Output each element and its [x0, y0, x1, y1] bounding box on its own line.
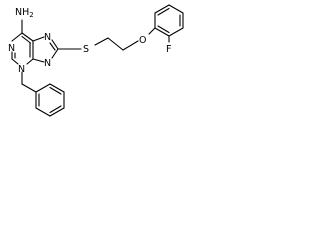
- bond-n3-c4: [26, 58, 34, 65]
- bond-c5-c6: [21, 32, 34, 42]
- bond-c5-n7: [32, 36, 45, 42]
- bond-n7-c8-double: [49, 42, 56, 51]
- oxygen-label: O: [139, 35, 146, 46]
- bond-ar-6: [154, 27, 170, 37]
- atom-labels: NH2 N N N N S O F: [8, 7, 171, 75]
- n9-label: N: [44, 58, 51, 69]
- bond-c6-n1: [11, 32, 23, 42]
- bond-ph-4: [49, 107, 65, 117]
- bond-ph-5: [35, 107, 51, 117]
- bond-ch2-ph: [21, 83, 37, 93]
- bond-n9-c4: [32, 58, 45, 63]
- bond-n7-c8: [51, 39, 59, 50]
- bond-ph-d1: [49, 86, 62, 95]
- bond-ar-5: [168, 27, 184, 37]
- sulfur-label: S: [83, 44, 89, 55]
- amine-label: NH2: [15, 7, 34, 19]
- bond-ar-3: [168, 4, 184, 14]
- n7-label: N: [44, 32, 51, 43]
- bond-ph-1: [35, 83, 51, 93]
- bond-c8-n9: [51, 48, 59, 59]
- bond-c5-c6-double: [21, 35, 32, 44]
- bond-ar-2: [154, 4, 170, 14]
- bond-ar-d3: [157, 25, 170, 34]
- bond-ar-d1: [157, 7, 170, 16]
- molecule-structure: NH2 N N N N S O F: [8, 4, 184, 117]
- n3-label: N: [18, 64, 25, 75]
- bond-ch2-o: [122, 40, 139, 51]
- bond-ch2-ch2: [107, 37, 124, 51]
- bond-lines: [11, 4, 184, 117]
- fluorine-label: F: [166, 44, 171, 55]
- bond-c2-n3: [11, 58, 19, 65]
- bond-ph-d2: [49, 105, 62, 114]
- bond-o-ar: [148, 27, 156, 35]
- n1-label: N: [8, 43, 15, 54]
- bond-ph-2: [49, 83, 65, 93]
- bond-s-ch2: [94, 37, 109, 46]
